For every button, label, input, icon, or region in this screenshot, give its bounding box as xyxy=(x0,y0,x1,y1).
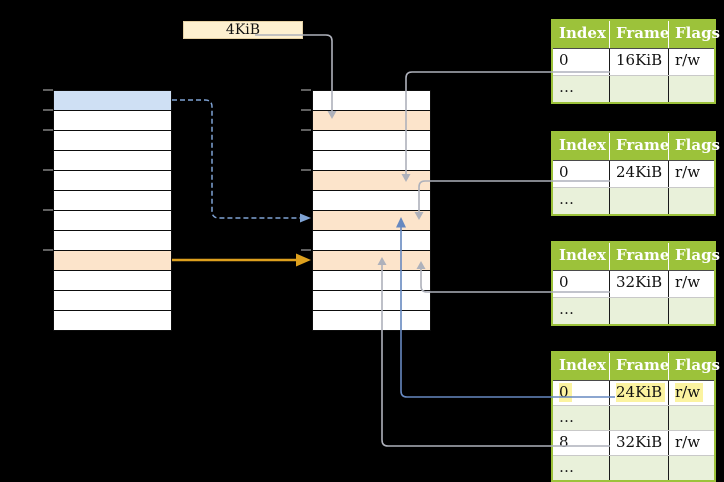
frame-table-4: Index Frame Flags 0 24KiB r/w … 8 32KiB … xyxy=(551,351,720,482)
frame-table-3-header: Index Frame Flags xyxy=(553,243,720,271)
cell-index: 0 xyxy=(559,51,569,69)
cell-index: … xyxy=(559,190,574,208)
frame-table-4-header: Index Frame Flags xyxy=(553,353,720,381)
memory-row xyxy=(54,111,171,131)
cell-flags: r/w xyxy=(668,431,714,455)
frame-table-1-header: Index Frame Flags xyxy=(553,21,720,49)
memory-row xyxy=(313,131,430,151)
col-header-index: Index xyxy=(559,246,606,264)
memory-row xyxy=(313,271,430,291)
highlight: r/w xyxy=(675,383,704,402)
table-row-ellipsis: … xyxy=(553,187,714,214)
col-header-flags: Flags xyxy=(668,353,720,380)
cell-frame: 32KiB xyxy=(609,431,668,455)
cell-frame xyxy=(609,76,668,102)
col-header-index: Index xyxy=(559,24,606,42)
cell-frame xyxy=(609,406,668,430)
memory-row xyxy=(313,91,430,111)
col-header-index: Index xyxy=(559,136,606,154)
col-header-flags: Flags xyxy=(668,243,720,270)
memory-row xyxy=(54,171,171,191)
physical-memory-table xyxy=(312,90,431,331)
table-row: 0 16KiB r/w xyxy=(553,49,714,75)
cell-flags xyxy=(668,188,714,214)
cell-frame: 24KiB xyxy=(609,381,668,405)
page-size-label: 4KiB xyxy=(183,21,303,39)
memory-row xyxy=(313,191,430,211)
highlight: 0 xyxy=(559,383,572,402)
memory-row xyxy=(54,91,171,111)
memory-row xyxy=(54,231,171,251)
memory-row xyxy=(54,291,171,311)
cell-frame: 16KiB xyxy=(609,49,668,75)
memory-row xyxy=(313,111,430,131)
cell-index: 8 xyxy=(559,433,569,451)
cell-flags: r/w xyxy=(668,49,714,75)
cell-index: 0 xyxy=(559,163,569,181)
col-header-flags: Flags xyxy=(668,21,720,48)
col-header-flags: Flags xyxy=(668,133,720,160)
frame-table-1: Index Frame Flags 0 16KiB r/w … xyxy=(551,19,720,104)
col-header-frame: Frame xyxy=(609,133,669,160)
cell-index: … xyxy=(559,300,574,318)
cell-index: … xyxy=(559,408,574,426)
memory-row xyxy=(54,211,171,231)
table-row-highlighted: 0 24KiB r/w xyxy=(553,381,714,405)
memory-row xyxy=(54,271,171,291)
cell-index: 0 xyxy=(553,381,609,405)
cell-frame: 24KiB xyxy=(609,161,668,187)
col-header-frame: Frame xyxy=(609,21,669,48)
memory-row xyxy=(313,171,430,191)
table-row: 0 32KiB r/w xyxy=(553,271,714,297)
memory-row xyxy=(313,211,430,231)
cell-index: 0 xyxy=(559,273,569,291)
cell-flags xyxy=(668,456,714,480)
highlight: 24KiB xyxy=(616,383,666,402)
frame-table-2-header: Index Frame Flags xyxy=(553,133,720,161)
col-header-index: Index xyxy=(559,356,606,374)
memory-row xyxy=(54,191,171,211)
memory-row xyxy=(313,311,430,330)
cell-flags: r/w xyxy=(668,381,714,405)
memory-row xyxy=(54,251,171,271)
frame-table-2: Index Frame Flags 0 24KiB r/w … xyxy=(551,131,720,216)
cell-flags: r/w xyxy=(668,161,714,187)
memory-row xyxy=(54,131,171,151)
col-header-frame: Frame xyxy=(609,243,669,270)
frame-table-3: Index Frame Flags 0 32KiB r/w … xyxy=(551,241,720,326)
cell-flags: r/w xyxy=(668,271,714,297)
cell-frame xyxy=(609,298,668,324)
memory-row xyxy=(313,291,430,311)
memory-row xyxy=(313,151,430,171)
cell-frame xyxy=(609,188,668,214)
table-row: 0 24KiB r/w xyxy=(553,161,714,187)
memory-row xyxy=(313,251,430,271)
memory-row xyxy=(54,311,171,330)
virtual-page-table xyxy=(53,90,172,331)
cell-frame xyxy=(609,456,668,480)
memory-row xyxy=(54,151,171,171)
arrow-page-mapping-orange-icon xyxy=(172,253,311,267)
table-row-ellipsis: … xyxy=(553,405,714,430)
cell-flags xyxy=(668,76,714,102)
cell-flags xyxy=(668,406,714,430)
cell-index: … xyxy=(559,458,574,476)
col-header-frame: Frame xyxy=(609,353,669,380)
table-row-ellipsis: … xyxy=(553,75,714,102)
table-row-ellipsis: … xyxy=(553,455,714,480)
cell-frame: 32KiB xyxy=(609,271,668,297)
table-row: 8 32KiB r/w xyxy=(553,430,714,455)
cell-flags xyxy=(668,298,714,324)
memory-row xyxy=(313,231,430,251)
arrow-virtual-page-dashed-icon xyxy=(172,99,311,223)
cell-index: … xyxy=(559,78,574,96)
table-row-ellipsis: … xyxy=(553,297,714,324)
